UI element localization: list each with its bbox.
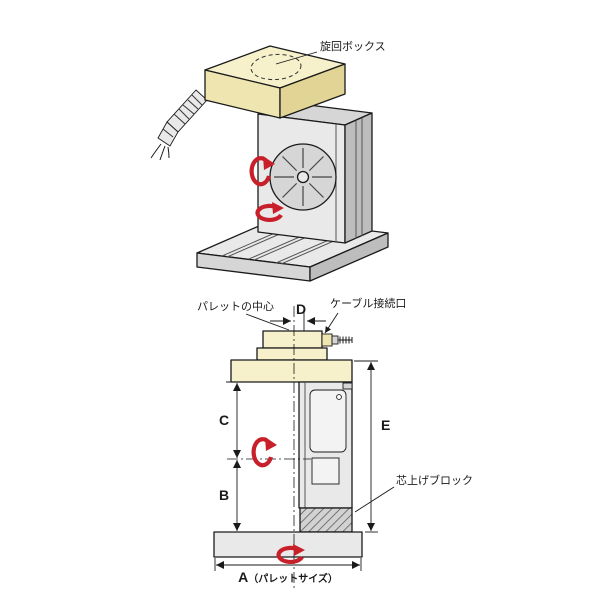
- pallet-center-leader: [245, 313, 290, 331]
- dimension-view: C B E D A（パレットサイズ） パレットの中心 ケーブル接続口 芯上げブロ…: [197, 296, 473, 589]
- isometric-view: 旋回ボックス: [150, 39, 389, 282]
- dim-b-label: B: [219, 487, 229, 503]
- cable-port-label: ケーブル接続口: [330, 296, 406, 310]
- swivel-box-label: 旋回ボックス: [320, 39, 386, 53]
- lower-panel: [311, 457, 340, 485]
- centering-block-label: 芯上げブロック: [396, 473, 473, 487]
- dial-spokes: [274, 148, 332, 206]
- access-panel: [309, 389, 347, 453]
- pallet-flange: [256, 347, 328, 361]
- rotary-dial: [269, 143, 337, 211]
- dim-a-label: A（パレットサイズ）: [238, 569, 338, 585]
- rotation-arrow-tilt-2d: [254, 437, 277, 465]
- dial-hub: [296, 170, 310, 184]
- dim-d-label: D: [296, 301, 306, 317]
- cable-port-leader: [324, 312, 339, 334]
- panel-screw: [336, 394, 342, 400]
- swivel-box-leader: [275, 51, 318, 65]
- hose-ribs: [173, 94, 203, 125]
- cable-connector: [321, 333, 353, 347]
- base-plate-side: [213, 531, 363, 558]
- centering-block-leader: [354, 486, 395, 513]
- swivel-box: [204, 45, 346, 119]
- hose-wires: [150, 143, 170, 161]
- cable-hose: [150, 89, 208, 161]
- centering-block: [299, 507, 353, 533]
- column-top-detail: [342, 382, 353, 390]
- swivel-band: [230, 359, 353, 383]
- dim-e-label: E: [381, 417, 390, 433]
- dim-c-label: C: [219, 412, 229, 428]
- pallet-top: [262, 330, 323, 349]
- connector-threads: [338, 336, 353, 344]
- pallet-center-label: パレットの中心: [197, 300, 274, 313]
- hidden-pallet-circle: [250, 53, 302, 81]
